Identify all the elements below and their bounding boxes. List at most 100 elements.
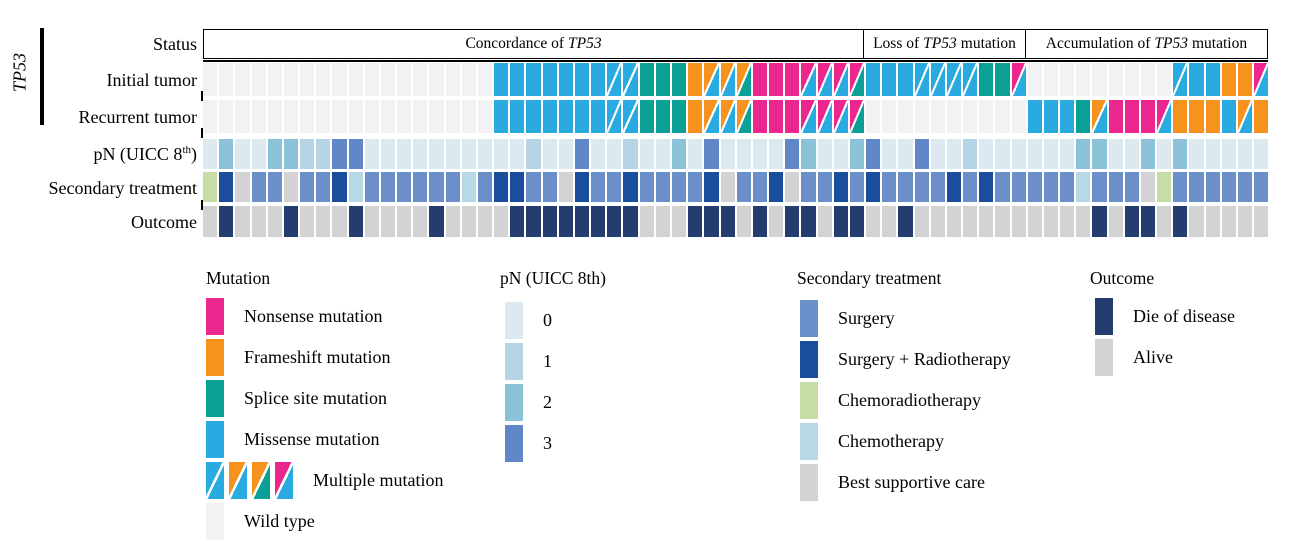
- outcome-cell-A: [1254, 206, 1269, 237]
- outcome-cell-D: [558, 206, 573, 237]
- initial-cell-M: [574, 63, 590, 96]
- treatment-cell-SR: [574, 172, 590, 202]
- initial-cell-W: [477, 63, 493, 96]
- treatment-cell-B: [235, 172, 250, 202]
- recurrent-cell-N: [752, 100, 768, 133]
- legend-item-surgery-label: Surgery: [838, 308, 895, 328]
- initial-cell-M+M: [914, 63, 929, 96]
- legend-item-best-supportive-care: Best supportive care: [800, 464, 1011, 501]
- initial-cell-W: [1060, 63, 1075, 96]
- treatment-cell-S: [1254, 172, 1269, 202]
- initial-cell-M: [882, 63, 897, 96]
- pn-cell-2: [1076, 139, 1091, 169]
- axis-tick: [201, 128, 203, 138]
- pn-cell-0: [1254, 139, 1269, 169]
- pn-cell-2: [849, 139, 865, 169]
- legend-item-die-of-disease-label: Die of disease: [1133, 306, 1235, 326]
- recurrent-cell-M: [1221, 100, 1236, 133]
- outcome-cell-A: [397, 206, 412, 237]
- recurrent-cell-N+S: [849, 100, 865, 133]
- legend-item-surgery-radiotherapy: Surgery + Radiotherapy: [800, 341, 1011, 378]
- initial-cell-W: [1108, 63, 1123, 96]
- recurrent-cell-W: [1011, 100, 1026, 133]
- initial-cell-W: [332, 63, 347, 96]
- treatment-cell-S: [1108, 172, 1123, 202]
- recurrent-cell-F+M: [720, 100, 735, 133]
- status-section: Accumulation of TP53 mutation: [1024, 30, 1267, 58]
- initial-cell-W: [461, 63, 476, 96]
- treatment-cell-S: [688, 172, 703, 202]
- recurrent-cell-M: [574, 100, 590, 133]
- outcome-cell-A: [930, 206, 945, 237]
- outcome-cell-D: [348, 206, 363, 237]
- treatment-cell-S: [930, 172, 945, 202]
- legend-item-die-of-disease-swatch: [1095, 298, 1113, 335]
- pn-cell-0: [720, 139, 735, 169]
- outcome-cell-D: [849, 206, 865, 237]
- legend-item-pn-1: 1: [505, 343, 552, 380]
- legend-item-pn-0: 0: [505, 302, 552, 339]
- recurrent-cell-W: [219, 100, 234, 133]
- treatment-cell-S: [655, 172, 670, 202]
- recurrent-cell-F: [1254, 100, 1269, 133]
- recurrent-cell-M+M: [623, 100, 638, 133]
- treatment-cell-B: [558, 172, 573, 202]
- recurrent-cell-W: [979, 100, 994, 133]
- treatment-cell-SR: [769, 172, 784, 202]
- pn-cell-0: [1011, 139, 1026, 169]
- initial-cell-M+M: [1173, 63, 1188, 96]
- multiple-mutation-swatches: [206, 462, 293, 499]
- recurrent-cell-N: [1140, 100, 1156, 133]
- pn-cell-0: [946, 139, 962, 169]
- pn-cell-0: [655, 139, 670, 169]
- legend-item-chemotherapy-label: Chemotherapy: [838, 431, 944, 451]
- pn-cell-0: [833, 139, 848, 169]
- initial-cell-N+M: [1011, 63, 1026, 96]
- initial-cell-W: [1092, 63, 1107, 96]
- treatment-cell-S: [364, 172, 379, 202]
- outcome-cell-D: [785, 206, 800, 237]
- treatment-cell-B: [1140, 172, 1156, 202]
- initial-cell-F: [1221, 63, 1236, 96]
- legend-item-alive-swatch: [1095, 339, 1113, 376]
- recurrent-cell-M: [526, 100, 541, 133]
- pn-cell-0: [1043, 139, 1059, 169]
- legend-item-frameshift-mutation-swatch: [206, 339, 224, 376]
- axis-tick: [201, 200, 203, 210]
- pn-cell-1: [623, 139, 638, 169]
- pn-cell-0: [364, 139, 379, 169]
- initial-cell-M: [898, 63, 913, 96]
- pn-cell-2: [1173, 139, 1188, 169]
- initial-cell-W: [1124, 63, 1139, 96]
- outcome-cell-A: [267, 206, 282, 237]
- treatment-legend-title: Secondary treatment: [797, 268, 942, 288]
- pn-cell-0: [558, 139, 573, 169]
- recurrent-cell-W: [946, 100, 962, 133]
- outcome-cell-D: [526, 206, 541, 237]
- initial-cell-S: [671, 63, 687, 96]
- recurrent-cell-F+M: [1092, 100, 1107, 133]
- treatment-cell-CR: [1157, 172, 1172, 202]
- treatment-cell-S: [445, 172, 460, 202]
- recurrent-cell-S: [639, 100, 654, 133]
- outcome-legend-title: Outcome: [1090, 268, 1155, 288]
- outcome-cell-A: [413, 206, 428, 237]
- outcome-cell-D: [704, 206, 719, 237]
- initial-cell-W: [348, 63, 363, 96]
- initial-cell-N: [769, 63, 784, 96]
- treatment-cell-S: [1124, 172, 1139, 202]
- recurrent-tumor-row: [203, 100, 1269, 133]
- legend-item-splice-site-mutation-swatch: [206, 380, 224, 417]
- treatment-cell-SR: [219, 172, 234, 202]
- legend-item-multiple-mutation: Multiple mutation: [206, 462, 444, 499]
- treatment-cell-S: [1173, 172, 1188, 202]
- outcome-cell-A: [946, 206, 962, 237]
- legend-item-missense-mutation-swatch: [206, 421, 224, 458]
- legend-item-missense-mutation: Missense mutation: [206, 421, 444, 458]
- outcome-cell-A: [769, 206, 784, 237]
- recurrent-cell-S: [1076, 100, 1091, 133]
- recurrent-cell-W: [429, 100, 444, 133]
- treatment-cell-S: [1205, 172, 1220, 202]
